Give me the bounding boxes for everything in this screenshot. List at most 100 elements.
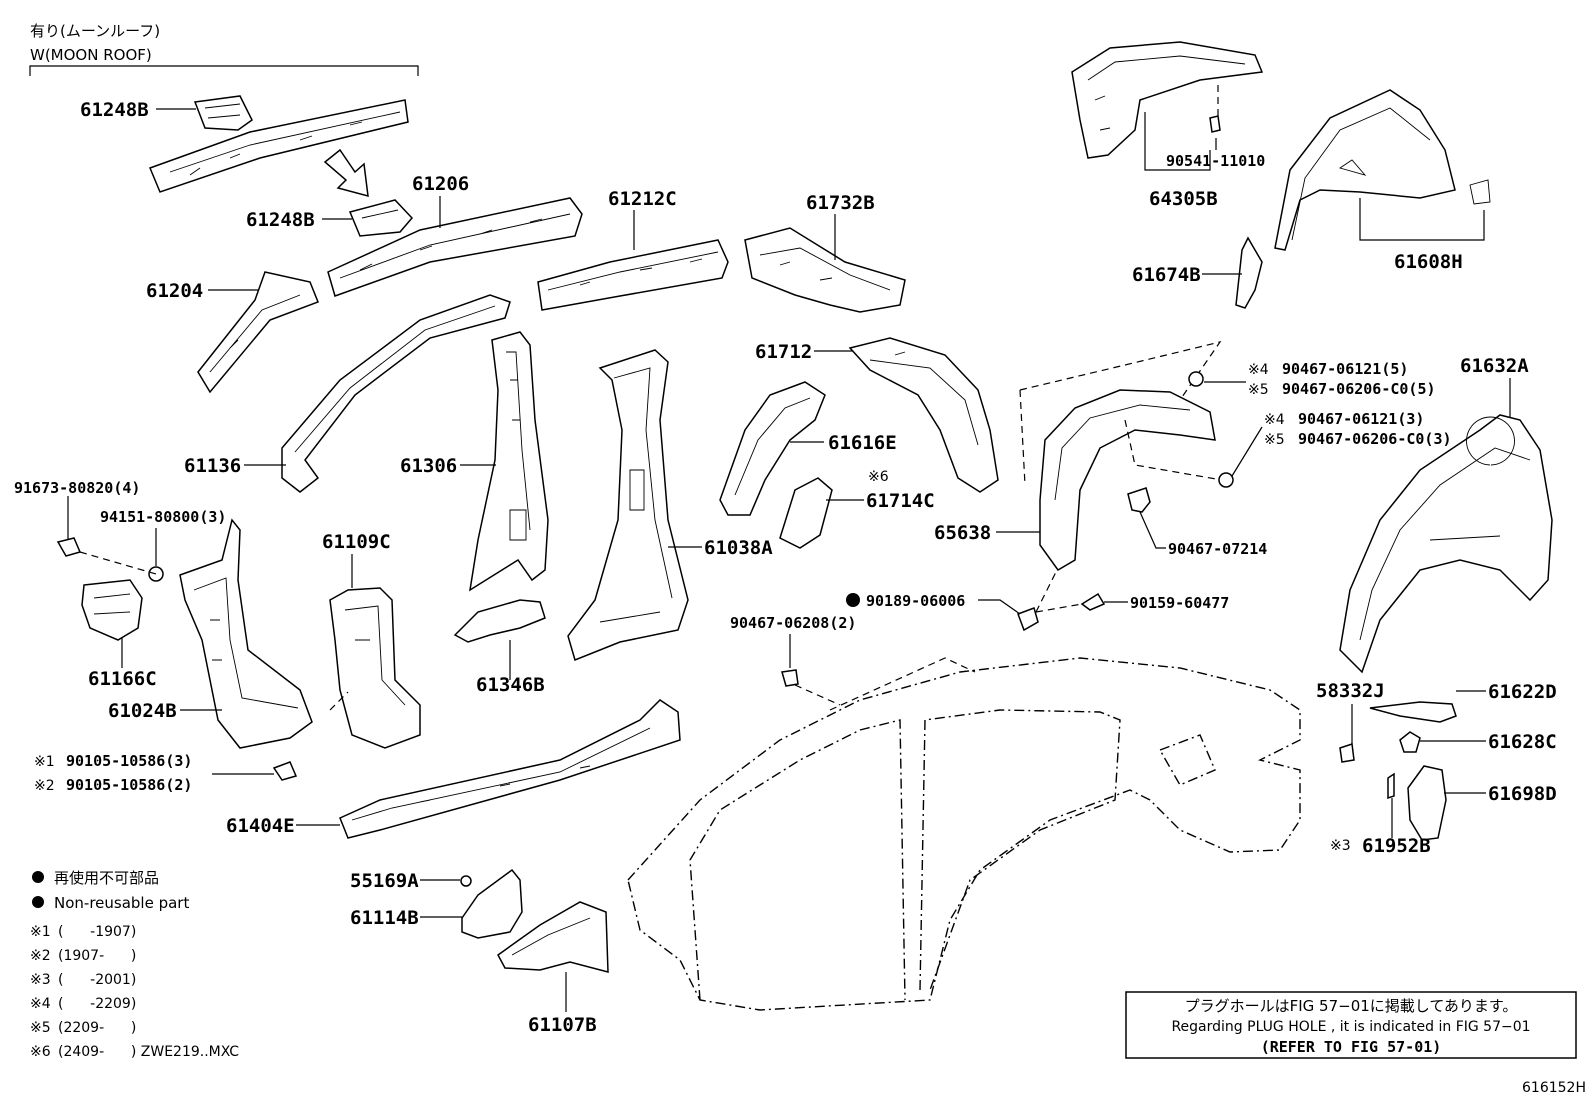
note-1-mark: ※1: [30, 924, 51, 940]
label-61622D: 61622D: [1488, 681, 1557, 703]
label-61166C: 61166C: [88, 668, 157, 690]
label-90467-06121-3-mark: ※4: [1264, 412, 1285, 428]
part-61206-shape: [327, 197, 583, 297]
part-61107B-shape: [497, 901, 609, 973]
note-4-text: ( -2209): [58, 996, 136, 1012]
label-90467-06121-5: 90467-06121(5): [1282, 360, 1408, 378]
note-6-mark: ※6: [30, 1044, 51, 1060]
note-1-text: ( -1907): [58, 924, 136, 940]
label-64305B: 64305B: [1149, 188, 1218, 210]
body-side-outline: [627, 657, 1301, 1011]
moon-roof-rail-shape: [149, 99, 409, 193]
note-2-text: (1907- ): [58, 948, 136, 964]
label-90467-06206-5-mark: ※5: [1248, 382, 1269, 398]
label-90159-60477: 90159-60477: [1130, 594, 1229, 612]
label-90105-2-mark: ※2: [34, 778, 55, 794]
label-61107B: 61107B: [528, 1014, 597, 1036]
leader-lines: [67, 108, 1511, 1012]
part-61166C-shape: [81, 579, 143, 641]
header-line2: W(MOON ROOF): [30, 46, 152, 64]
legend: 再使用不可部品 Non-reusable part ※1 ( -1907) ※2…: [30, 869, 239, 1060]
part-61616E-shape: [719, 381, 826, 516]
part-61024B-shape: [179, 518, 313, 749]
refer-jp: プラグホールはFIG 57−01に掲載してあります。: [1185, 997, 1518, 1015]
label-90467-06206-3: 90467-06206-C0(3): [1298, 430, 1452, 448]
label-90467-06208: 90467-06208(2): [730, 614, 856, 632]
label-61306: 61306: [400, 455, 457, 477]
label-61024B: 61024B: [108, 700, 177, 722]
part-61608H-shape: [1274, 89, 1491, 251]
part-61632A-shape: [1339, 414, 1553, 674]
label-61674B: 61674B: [1132, 264, 1201, 286]
label-61616E: 61616E: [828, 432, 897, 454]
label-91673-80820: 91673-80820(4): [14, 479, 140, 497]
label-90467-07214: 90467-07214: [1168, 540, 1267, 558]
label-65638: 65638: [934, 522, 991, 544]
label-61698D: 61698D: [1488, 783, 1557, 805]
part-61248B-mid-shape: [348, 199, 414, 237]
label-61038A: 61038A: [704, 537, 773, 559]
label-90467-06121-3: 90467-06121(3): [1298, 410, 1424, 428]
label-61632A: 61632A: [1460, 355, 1529, 377]
part-65638-shape: [1039, 389, 1216, 571]
label-61109C: 61109C: [322, 531, 391, 553]
note-3-text: ( -2001): [58, 972, 136, 988]
label-90467-06121-5-mark: ※4: [1248, 362, 1269, 378]
part-61306-shape: [468, 331, 549, 592]
label-61732B: 61732B: [806, 192, 875, 214]
label-61608H: 61608H: [1394, 251, 1463, 273]
label-90467-06206-3-mark: ※5: [1264, 432, 1285, 448]
label-61204: 61204: [146, 280, 203, 302]
part-61714C-shape: [779, 477, 833, 549]
label-61714C: 61714C: [866, 490, 935, 512]
part-61136-shape: [281, 294, 511, 493]
part-61404E-shape: [339, 699, 681, 839]
part-61114B-shape: [461, 868, 523, 939]
part-61248B-top-shape: [193, 95, 253, 131]
part-61038A-shape: [567, 349, 689, 662]
part-61674B-shape: [1235, 236, 1263, 309]
part-61628C-shape: [1399, 731, 1421, 753]
label-94151-80800: 94151-80800(3): [100, 508, 226, 526]
refer-en: Regarding PLUG HOLE , it is indicated in…: [1171, 1019, 1530, 1035]
note-2-mark: ※2: [30, 948, 51, 964]
label-61404E: 61404E: [226, 815, 295, 837]
part-61109C-shape: [329, 587, 421, 749]
label-90467-06206-5: 90467-06206-C0(5): [1282, 380, 1436, 398]
fastener-shapes: [56, 115, 1355, 887]
note-3-mark: ※3: [30, 972, 51, 988]
label-61114B: 61114B: [350, 907, 419, 929]
refer-ref: (REFER TO FIG 57-01): [1261, 1038, 1442, 1056]
part-61212C-shape: [537, 239, 729, 311]
label-58332J: 58332J: [1316, 680, 1385, 702]
note-5-mark: ※5: [30, 1020, 51, 1036]
label-61714C-mark: ※6: [868, 469, 889, 485]
label-61248B-mid: 61248B: [246, 209, 315, 231]
note-5-text: (2209- ): [58, 1020, 136, 1036]
label-61952B-mark: ※3: [1330, 838, 1351, 854]
label-90189-06006: 90189-06006: [866, 592, 965, 610]
note-6-text: (2409- ) ZWE219..MXC: [58, 1044, 239, 1060]
label-61206: 61206: [412, 173, 469, 195]
legend-dot-jp: [32, 871, 44, 883]
figure-id: 616152H: [1522, 1080, 1586, 1096]
non-reusable-dot: [846, 593, 860, 607]
part-61622D-shape: [1369, 701, 1457, 723]
part-61732B-shape: [744, 227, 906, 313]
label-61136: 61136: [184, 455, 241, 477]
label-90105-10586-2: 90105-10586(2): [66, 776, 192, 794]
legend-jp: 再使用不可部品: [54, 869, 159, 887]
part-61204-shape: [197, 271, 319, 394]
part-61346B-shape: [453, 599, 546, 643]
moon-roof-header: 有り(ムーンルーフ) W(MOON ROOF): [29, 22, 419, 76]
label-61346B: 61346B: [476, 674, 545, 696]
part-64305B-shape: [1071, 41, 1264, 159]
label-61712: 61712: [755, 341, 812, 363]
note-4-mark: ※4: [30, 996, 51, 1012]
part-61698D-shape: [1407, 765, 1447, 841]
refer-box: プラグホールはFIG 57−01に掲載してあります。 Regarding PLU…: [1125, 991, 1577, 1059]
label-90541-11010: 90541-11010: [1166, 152, 1265, 170]
label-61212C: 61212C: [608, 188, 677, 210]
part-61952B-shape: [1387, 772, 1395, 800]
